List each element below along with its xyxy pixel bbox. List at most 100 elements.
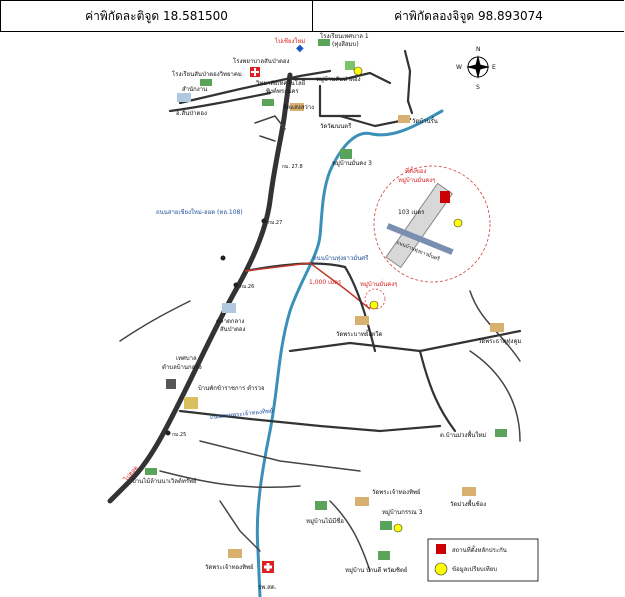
label-college-2: พิงค์พระนคร — [266, 87, 299, 95]
legend-site-label: สถานที่ตั้งหลักประกัน — [452, 544, 507, 554]
label-village-mai: หมู่บ้านไม้มีชื่อ — [306, 517, 344, 525]
road-south-2 — [199, 440, 361, 472]
road-north-3 — [288, 71, 392, 85]
label-main-road: ถนนสายเชียงใหม่-ฮอด (ทล.108) — [156, 208, 243, 216]
info-point-icon-2 — [393, 523, 403, 533]
label-school-1: โรงเรียนเทศบาล 1 — [320, 32, 369, 40]
legend: สถานที่ตั้งหลักประกัน ข้อมูลเปรียบเทียบ — [427, 538, 539, 582]
label-village-3: หมู่บ้านมั่นคง 3 — [332, 159, 372, 167]
municipality-icon — [166, 379, 176, 389]
road-north-6 — [254, 115, 286, 142]
road-south-4 — [329, 500, 371, 572]
label-km-2758: กม. 27.8 — [282, 164, 303, 170]
compass-e: E — [492, 64, 496, 71]
label-district-1: สำนักงาน — [182, 86, 207, 93]
label-wat-road: วัดวัฒนนตรี — [320, 122, 352, 130]
label-village-maekhan: หมู่บ้านกรรณ 3 — [382, 509, 423, 516]
inset-distance: 103 เมตร — [398, 209, 425, 216]
km-27-marker — [261, 218, 267, 224]
label-wat-mueang: วัดม่วงพื้นช้อง — [450, 498, 486, 508]
label-wat-thongthip: วัดพระเจ้าทองทิพย์ — [205, 563, 254, 571]
label-subdistrict-2: ตำบลบ้านกลาง — [162, 364, 202, 371]
gas-station-icon: ◆ — [296, 43, 304, 54]
inset-map: ที่ตั้งของ หมู่บ้านมั่นคงๆ 103 เมตร ถนนบ… — [373, 165, 491, 283]
inset-site-marker — [440, 191, 450, 203]
km-26b-marker — [220, 255, 226, 261]
label-school-1b: (ทุ่งสีสมบ) — [332, 40, 359, 48]
highway-108 — [107, 72, 293, 504]
road-west-1 — [119, 300, 191, 342]
inset-title-2: หมู่บ้านมั่นคงๆ — [398, 176, 435, 184]
map-canvas: N S E W ที่ตั้งของ หมู่บ้านมั่นคงๆ 103 เ… — [107, 32, 539, 597]
label-wat-phra-that: วัดพระธาตุทุ่งคูม — [478, 338, 521, 345]
label-rph: รพ.สต. — [258, 584, 277, 591]
label-school-sanpatong: โรงเรียนสันป่าตองวิทยาคม — [172, 70, 242, 78]
district-office-icon — [177, 93, 191, 102]
village-mueang-icon — [495, 429, 507, 437]
legend-info-swatch — [434, 562, 448, 576]
label-to-chiangmai: ไปเชียงใหม่ — [274, 37, 305, 45]
inset-info-marker — [453, 218, 463, 228]
compass-w: W — [456, 64, 462, 71]
wat-phra-that-icon — [490, 323, 504, 332]
longitude-cell: ค่าพิกัดลองจิจูด 98.893074 — [312, 1, 624, 31]
label-km-27: กม.27 — [268, 220, 282, 226]
road-north-2 — [168, 91, 272, 113]
coordinates-header: ค่าพิกัดละติจูด 18.581500 ค่าพิกัดลองจิจ… — [0, 0, 624, 32]
label-market-1: ตลาดกลาง — [216, 318, 245, 325]
target-info-icon — [369, 300, 379, 310]
road-north-1 — [178, 69, 332, 105]
label-village-mueang: ต.บ้านม่วงพื้นใหม่ — [440, 429, 486, 439]
label-km-25: กม.25 — [172, 432, 186, 438]
wat-thongthip-icon — [228, 549, 242, 558]
road-south-3 — [159, 470, 301, 489]
road-east-e — [469, 350, 521, 442]
km-26-marker — [233, 282, 239, 288]
label-village-sanpatong: หมู่บ้านสันป่าตอง — [316, 76, 361, 83]
label-wat-phra-bat: วัดพระบาทยั้งหวีด — [336, 328, 383, 338]
label-wat-ban: วัดบ้านรั้น — [412, 115, 438, 125]
compass-n: N — [476, 46, 481, 53]
school-1-icon — [318, 39, 330, 46]
road-south-1 — [178, 409, 442, 433]
wat-mueang-icon — [462, 487, 476, 496]
label-hospital: โรงพยาบาลสันป่าตอง — [233, 57, 290, 65]
label-ban-mai: บ้านไม้ล้านนาเวิลด์ทรัพย์ — [132, 477, 197, 485]
compass-rose-icon: N S E W — [456, 46, 496, 91]
village-tawat-icon — [378, 551, 390, 560]
label-wat-phra-chao: วัดพระเจ้าทองทิพย์ — [372, 488, 421, 496]
wat-ban-icon — [398, 115, 410, 123]
village-3-icon — [340, 149, 352, 159]
legend-site-swatch — [436, 544, 446, 554]
ban-mai-icon — [145, 468, 157, 475]
market-icon — [222, 303, 236, 313]
km-25-marker — [165, 430, 171, 436]
road-east-b — [343, 265, 377, 353]
label-subdistrict-1: เทศบาล — [176, 355, 197, 362]
village-mai-icon — [315, 501, 327, 510]
road-east-d — [418, 349, 457, 433]
label-govt-housing: บ้านพักข้าราชการ ตำรวจ — [198, 385, 265, 392]
compass-s: S — [476, 84, 480, 91]
school-icon — [200, 79, 212, 86]
road-north-7 — [403, 49, 414, 115]
inset-title-1: ที่ตั้งของ — [405, 165, 427, 175]
village-maekhan-icon — [380, 521, 392, 530]
label-market-2: สันป่าตอง — [220, 326, 245, 333]
label-km-26: กม.26 — [240, 284, 254, 290]
road-north-4 — [318, 84, 362, 118]
village-icon — [345, 61, 355, 70]
label-district-2: อ.สันป่าตอง — [176, 110, 207, 117]
wat-phra-chao-icon — [355, 497, 369, 506]
river — [255, 109, 444, 597]
label-wat-saengsawang: วัดแสงสว่าง — [283, 104, 314, 111]
label-village-tawat: หมู่บ้าน บ้านดี พวัฒชิตย์ — [345, 566, 407, 574]
label-village-target: หมู่บ้านมั่นคงๆ — [360, 280, 397, 288]
legend-info-label: ข้อมูลเปรียบเทียบ — [452, 565, 497, 573]
housing-icon — [184, 397, 198, 409]
route-red — [244, 262, 371, 310]
latitude-cell: ค่าพิกัดละติจูด 18.581500 — [85, 8, 228, 23]
label-distance-1000: 1,000 เมตร — [309, 279, 342, 286]
college-icon — [262, 99, 274, 106]
wat-saengsawang-icon — [290, 103, 304, 111]
